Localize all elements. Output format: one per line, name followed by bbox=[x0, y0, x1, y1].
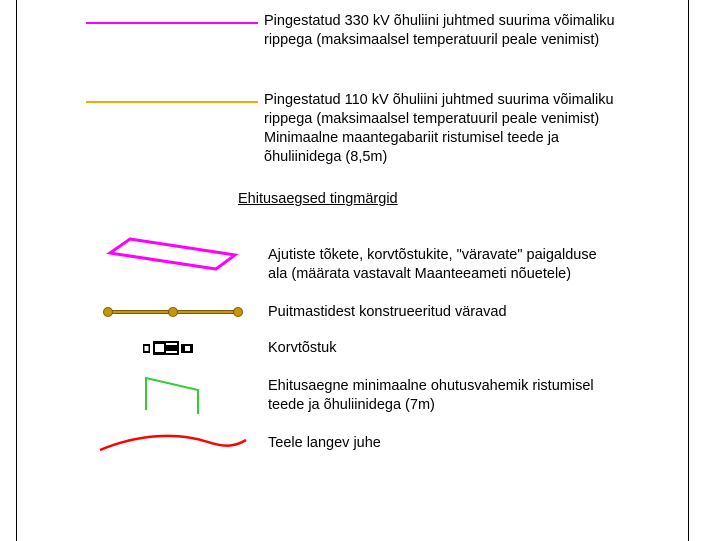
red-wave bbox=[99, 434, 247, 452]
basket-lift-label: Korvtõstuk bbox=[268, 340, 337, 356]
construction-area-line2: ala (määrata vastavalt Maanteeameti nõue… bbox=[268, 266, 572, 282]
green-clearance bbox=[145, 376, 199, 414]
basket-lift-icon bbox=[143, 341, 193, 355]
legend-110kv-line2: rippega (maksimaalsel temperatuuril peal… bbox=[264, 111, 600, 127]
clearance-line1: Ehitusaegne minimaalne ohutusvahemik ris… bbox=[268, 378, 594, 394]
fallen-wire-symbol bbox=[99, 434, 247, 452]
magenta-line-symbol bbox=[86, 22, 258, 24]
construction-area-line1: Ajutiste tõkete, korvtõstukite, "väravat… bbox=[268, 247, 597, 263]
lift-cabin bbox=[155, 344, 164, 352]
orange-line-symbol bbox=[86, 101, 258, 103]
legend-330kv-line1: Pingestatud 330 kV õhuliini juhtmed suur… bbox=[264, 13, 615, 29]
wooden-gate-symbol bbox=[103, 307, 243, 317]
magenta-parallelogram bbox=[106, 237, 239, 271]
clearance-symbol bbox=[145, 376, 199, 414]
legend-330kv-line2: rippega (maksimaalsel temperatuuril peal… bbox=[264, 32, 600, 48]
wooden-gate-label: Puitmastidest konstrueeritud väravad bbox=[268, 304, 507, 320]
legend-110kv-line1: Pingestatud 110 kV õhuliini juhtmed suur… bbox=[264, 92, 614, 108]
frame-right-border bbox=[688, 0, 689, 541]
legend-110kv-line3: Minimaalne maantegabariit ristumisel tee… bbox=[264, 130, 559, 146]
gate-post-left bbox=[103, 307, 113, 317]
gate-post-middle bbox=[168, 307, 178, 317]
lift-boom-bottom bbox=[166, 351, 177, 353]
fallen-wire-label: Teele langev juhe bbox=[268, 435, 381, 451]
clearance-line2: teede ja õhuliinidega (7m) bbox=[268, 397, 435, 413]
construction-heading: Ehitusaegsed tingmärgid bbox=[238, 191, 398, 207]
gate-post-right bbox=[233, 307, 243, 317]
lift-outrigger-left-pad bbox=[144, 346, 149, 351]
lift-basket-inner bbox=[185, 346, 190, 351]
legend-110kv-line4: õhuliinidega (8,5m) bbox=[264, 149, 388, 165]
frame-left-border bbox=[16, 0, 17, 541]
parallelogram-symbol bbox=[106, 237, 239, 271]
lift-boom-top bbox=[166, 343, 177, 345]
